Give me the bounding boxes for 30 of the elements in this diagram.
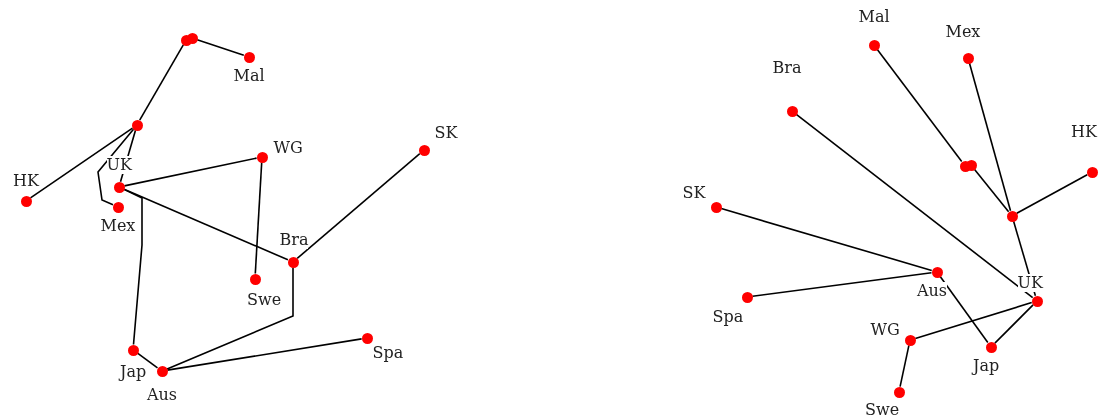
node-label: UK	[106, 156, 132, 174]
node-label: Swe	[865, 401, 900, 418]
connector-line	[138, 44, 185, 121]
connector-line	[751, 271, 933, 298]
node-label: Spa	[712, 308, 744, 326]
connector-line	[166, 266, 294, 370]
connector-line	[899, 344, 910, 388]
connector-line	[939, 275, 989, 344]
connector-line	[29, 127, 134, 199]
node-label: Bra	[279, 231, 309, 249]
connector-line	[914, 301, 1033, 340]
connector-line	[1016, 173, 1088, 215]
connector-line	[123, 157, 258, 187]
node-label: Spa	[372, 344, 404, 362]
connector-line	[296, 152, 421, 260]
connector-line	[123, 188, 143, 346]
connector-line	[973, 168, 1010, 213]
node-label: Jap	[120, 363, 147, 381]
connector-line	[123, 188, 289, 261]
node-label: UK	[1017, 274, 1043, 292]
connector-line	[994, 304, 1034, 344]
connector-line	[968, 62, 1012, 212]
connector-line	[876, 48, 963, 163]
connector-line	[196, 38, 245, 57]
node-label: Jap	[973, 357, 1000, 375]
connector-line	[136, 352, 159, 369]
connector-line	[97, 128, 135, 206]
connector-line	[166, 338, 363, 371]
connector-line	[720, 207, 933, 272]
connector-line	[795, 113, 1034, 299]
